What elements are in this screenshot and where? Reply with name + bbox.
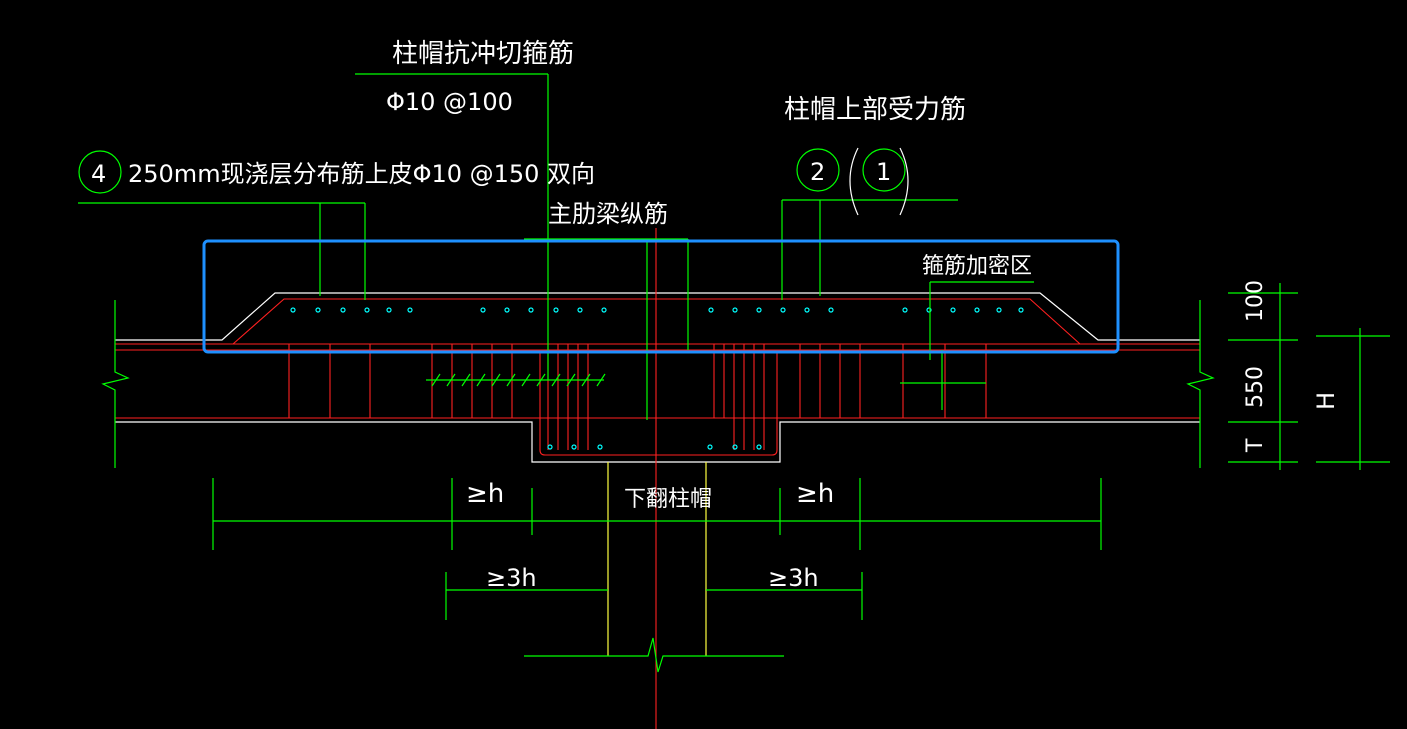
hatch-tick: [551, 373, 561, 387]
marker-4-text: 4: [91, 160, 106, 188]
column-lines: [607, 462, 707, 656]
hatch-tick: [536, 373, 546, 387]
stirrup-lines: [288, 344, 987, 450]
label-main-rib-beam: 主肋梁纵筋: [548, 200, 668, 228]
marker-1-paren-right: [899, 147, 909, 216]
label-punching-stirrup-spec: Φ10 @100: [386, 88, 513, 116]
leader-lines: [78, 73, 1390, 673]
dim-top-layer: 100: [1243, 280, 1268, 322]
dim-ge-3h-right: ≥3h: [768, 564, 819, 592]
rebar-group: [115, 298, 1200, 456]
dim-ge-h-right: ≥h: [796, 479, 834, 509]
label-slab-dist-bar: 250mm现浇层分布筋上皮Φ10 @150 双向: [128, 160, 595, 188]
marker-2-text: 2: [810, 158, 825, 186]
concrete-outline: [115, 292, 1200, 463]
hatch-tick: [521, 373, 531, 387]
label-cap-top-bar: 柱帽上部受力筋: [784, 95, 966, 125]
marker-1-text: 1: [876, 158, 891, 186]
hatch-tick: [431, 373, 441, 387]
marker-2-circle: [796, 148, 840, 192]
dim-rib-depth: 550: [1243, 366, 1268, 408]
hatch-tick: [581, 373, 591, 387]
label-stirrup-dense-zone: 箍筋加密区: [922, 254, 1032, 279]
rebar-dots: [290, 307, 1024, 450]
label-drop-cap: 下翻柱帽: [624, 487, 712, 512]
marker-1-paren-left: [849, 147, 859, 216]
hatch-tick: [461, 373, 471, 387]
hatch-tick: [596, 373, 606, 387]
dim-ge-h-left: ≥h: [466, 479, 504, 509]
label-punching-stirrup: 柱帽抗冲切箍筋: [392, 39, 574, 69]
dim-ge-3h-left: ≥3h: [486, 564, 537, 592]
hatch-tick: [446, 373, 456, 387]
dim-total-height: H: [1312, 392, 1340, 410]
marker-1-circle: [862, 148, 906, 192]
selection-box[interactable]: [202, 239, 1120, 354]
hatch-tick: [566, 373, 576, 387]
hatch-tick: [476, 373, 486, 387]
marker-4-circle: [78, 150, 122, 194]
hatch-tick: [506, 373, 516, 387]
dim-cap-thickness: T: [1243, 438, 1268, 453]
hatch-tick: [491, 373, 501, 387]
